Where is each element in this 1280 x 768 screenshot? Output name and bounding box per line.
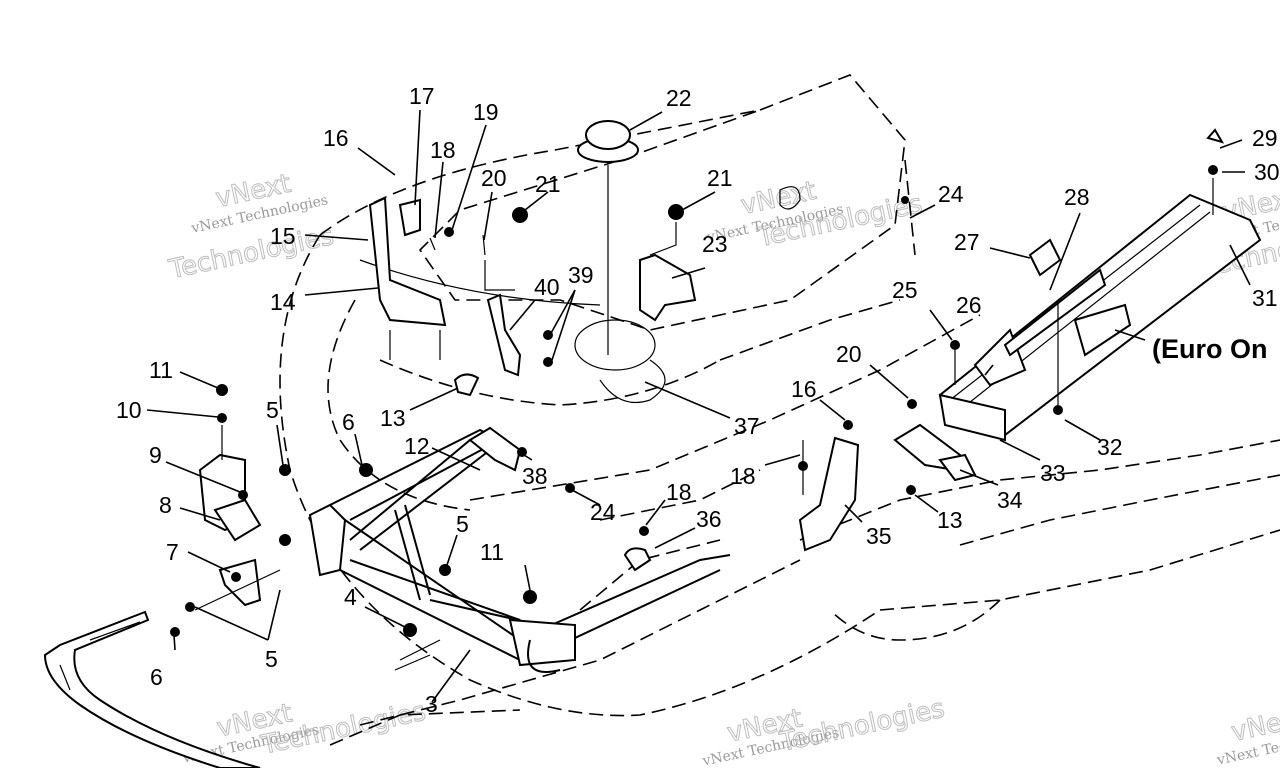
front-bumper [43,610,261,768]
steering-bracket-group [368,196,528,360]
callout-24: 24 [590,499,616,525]
watermark-large-text: Technologies [777,694,948,758]
callout-18: 18 [730,463,756,489]
right-rail-group [893,128,1262,495]
callout-28: 28 [1064,184,1090,210]
callout-8: 8 [159,492,172,518]
callout-24: 24 [938,181,964,207]
watermark-top-left: vNext vNext Technologies Technologies [165,168,337,286]
callout-20: 20 [836,341,862,367]
callout-18: 18 [430,137,456,163]
callout-26: 26 [956,292,982,318]
callout-labels: 3 4 5 5 5 6 6 7 8 9 10 11 11 12 13 13 14… [116,83,1280,717]
callout-34: 34 [997,487,1023,513]
callout-30: 30 [1254,159,1280,185]
callout-10: 10 [116,397,142,423]
callout-39: 39 [568,262,594,288]
callout-11: 11 [149,357,173,383]
callout-31: 31 [1252,285,1278,311]
callout-11: 11 [480,539,504,565]
callout-21: 21 [535,171,561,197]
callout-15: 15 [270,223,296,249]
callout-6: 6 [150,664,163,690]
euro-only-note: (Euro On [1152,334,1268,364]
left-bracket-assembly [170,384,537,637]
front-frame-assembly [308,426,731,673]
callout-3: 3 [425,691,438,717]
callout-13: 13 [937,507,963,533]
callout-5: 5 [265,646,278,672]
watermark-bottom-center: vNext vNext Technologies Technologies [700,693,948,768]
callout-20: 20 [481,165,507,191]
callout-23: 23 [702,231,728,257]
right-bracket-group [623,204,860,572]
callout-9: 9 [149,442,162,468]
callout-13: 13 [380,405,406,431]
callout-17: 17 [409,83,435,109]
callout-5: 5 [456,511,469,537]
fuel-cap-group [453,120,666,493]
callout-4: 4 [344,584,357,610]
callout-29: 29 [1252,125,1278,151]
callout-6: 6 [342,409,355,435]
callout-19: 19 [473,99,499,125]
callout-33: 33 [1040,460,1066,486]
callout-40: 40 [534,274,560,300]
watermark-bottom-right: vNext vNext Technologies [1215,702,1280,768]
callout-32: 32 [1097,434,1123,460]
callout-18: 18 [666,479,692,505]
callout-22: 22 [666,85,692,111]
callout-36: 36 [696,506,722,532]
callout-14: 14 [270,289,296,315]
callout-7: 7 [166,539,179,565]
callout-35: 35 [866,523,892,549]
callout-16: 16 [323,125,349,151]
callout-5: 5 [266,397,279,423]
callout-37: 37 [734,413,760,439]
leader-lines [146,109,1251,703]
callout-12: 12 [404,433,430,459]
callout-27: 27 [954,229,980,255]
callout-38: 38 [522,463,548,489]
callout-21: 21 [707,165,733,191]
callout-25: 25 [892,277,918,303]
callout-16: 16 [791,376,817,402]
